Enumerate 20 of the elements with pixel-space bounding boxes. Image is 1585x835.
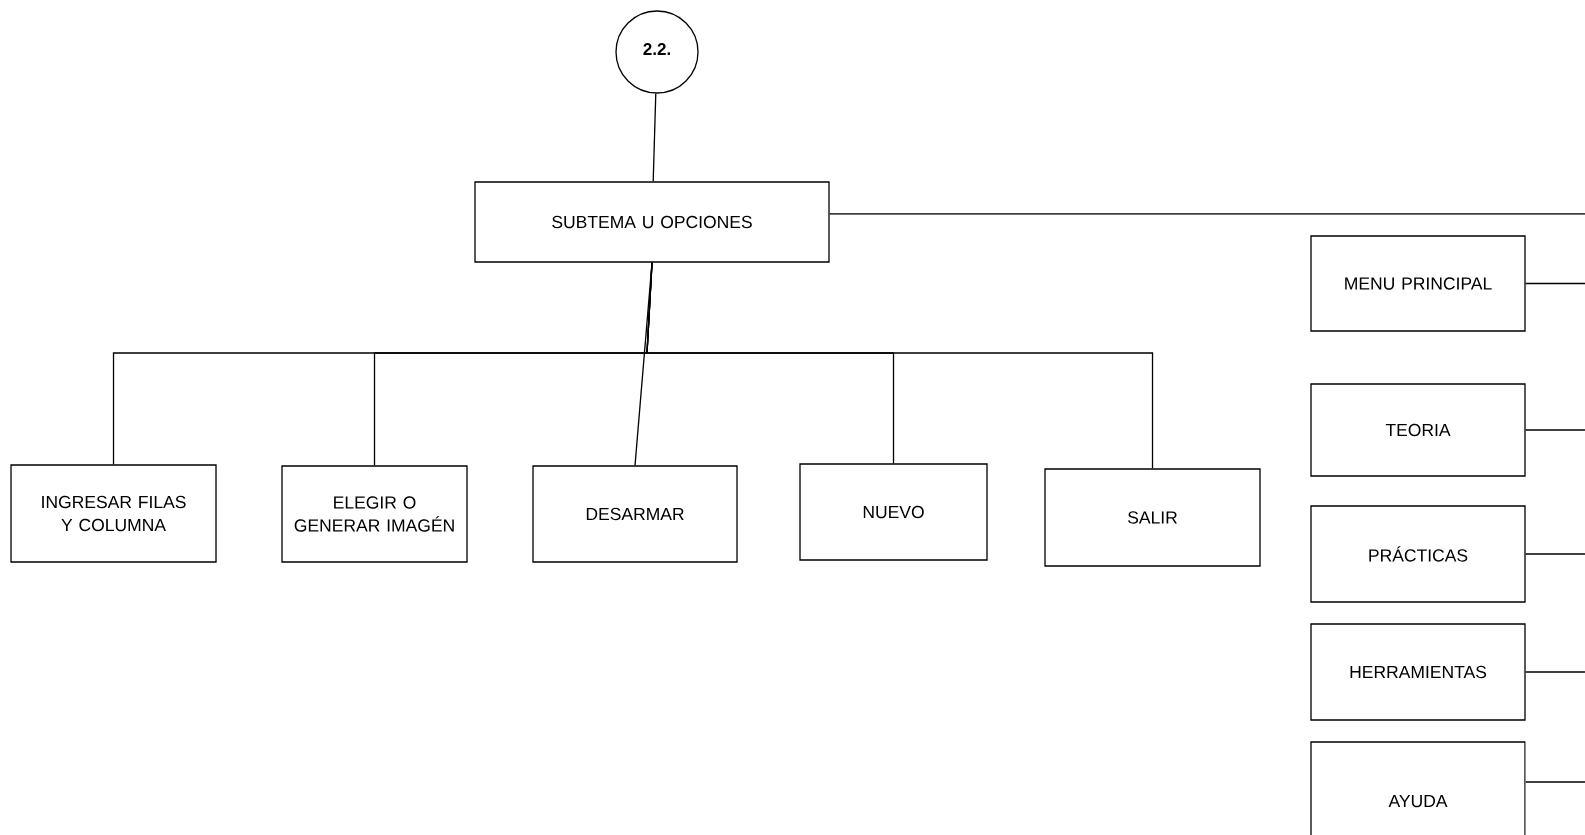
process-box: DESARMAR [532, 465, 738, 563]
connector-line [646, 262, 1154, 469]
connector-line [1525, 282, 1585, 285]
process-box: SALIR [1044, 468, 1261, 567]
process-box: HERRAMIENTAS [1310, 623, 1526, 721]
process-box: AYUDA [1310, 741, 1526, 835]
process-box: PRÁCTICAS [1310, 505, 1526, 603]
connector-line [1525, 781, 1585, 783]
connector-line [652, 92, 657, 182]
circle-connector: 2.2. [615, 10, 699, 94]
connector-line [1525, 671, 1585, 673]
process-box: INGRESAR FILAS Y COLUMNA [10, 464, 217, 563]
connector-line [1525, 553, 1585, 555]
process-box: ELEGIR O GENERAR IMAGÉN [281, 465, 468, 563]
process-box: SUBTEMA U OPCIONES [474, 181, 830, 263]
process-box: MENU PRINCIPAL [1310, 235, 1526, 332]
connector-line [829, 213, 1585, 215]
connector-line [1525, 429, 1585, 431]
process-box: NUEVO [799, 463, 988, 561]
process-box: TEORIA [1310, 383, 1526, 477]
